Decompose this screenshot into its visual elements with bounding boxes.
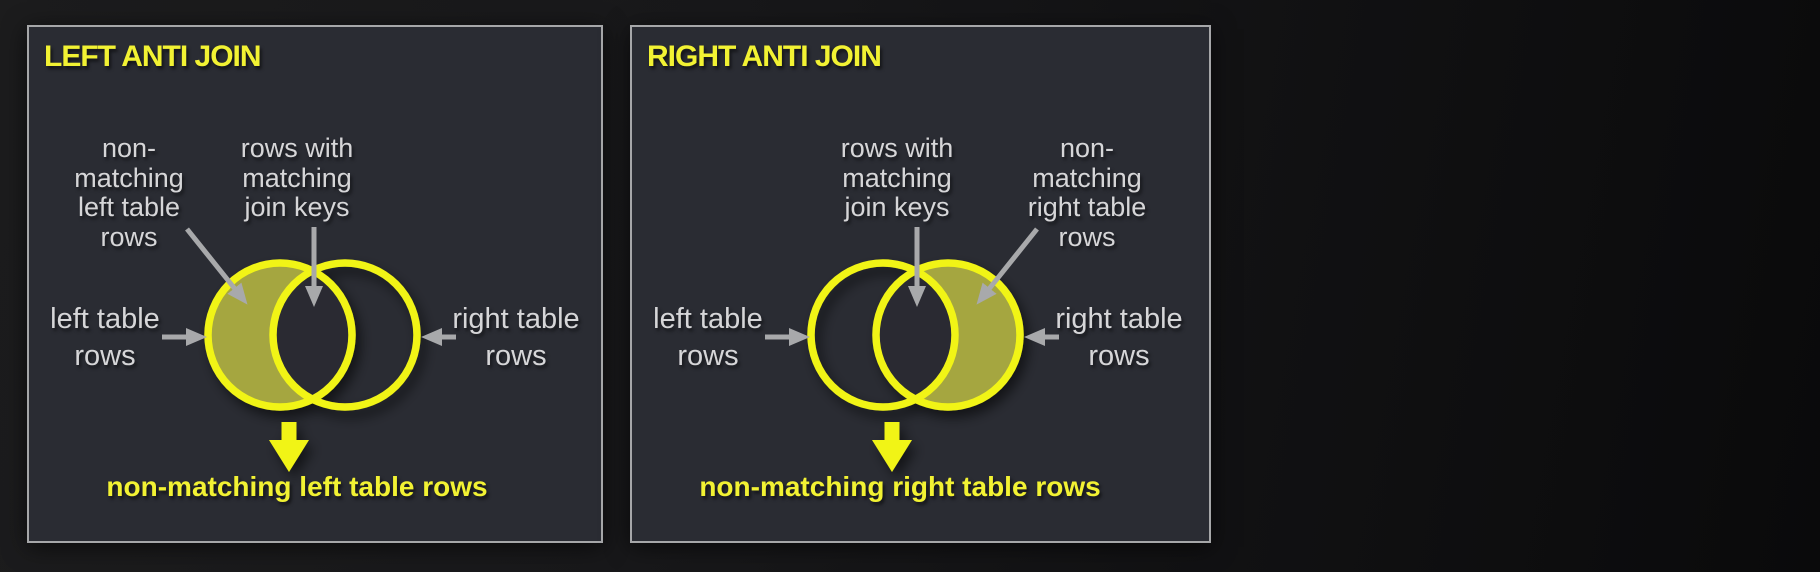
label-line: rows [677,340,739,372]
label-line: rows [485,340,547,372]
venn-diagram-right-anti-join [765,227,1059,472]
label-line: rows with [840,133,954,163]
label-line: rows [1058,221,1116,252]
label-line: right table [452,303,580,335]
label-line: non- [1059,133,1115,163]
label-line: left table [77,192,181,222]
label-left-table-rows: left table rows [633,301,783,375]
label-line: left table [653,303,763,335]
annotation-arrows [162,227,456,346]
right-table-circle [872,259,1024,411]
result-arrow-down-icon [872,422,912,472]
label-line: right table [1055,303,1183,335]
label-line: right table [1027,192,1147,222]
annotation-arrows [765,227,1059,346]
label-line: rows [74,340,136,372]
label-line: matching [842,162,952,193]
panel-left-anti-join: LEFT ANTI JOIN [27,25,603,543]
panel-title: RIGHT ANTI JOIN [647,40,882,73]
label-right-table-rows: right table rows [441,301,591,375]
left-table-circle [807,259,959,411]
panel-right-anti-join: RIGHT ANTI JOIN [630,25,1211,543]
right-table-circle [269,259,421,411]
label-line: matching [242,162,352,193]
left-table-circle [204,259,356,411]
panel-title: LEFT ANTI JOIN [44,40,262,73]
label-line: left table [50,303,160,335]
label-line: rows with [240,133,354,163]
result-label: non-matching left table rows [106,471,488,502]
label-line: matching [74,162,184,193]
label-line: rows [100,221,158,252]
label-non-matching-rows: non- matching left table rows [54,133,204,252]
venn-diagram-left-anti-join [162,227,456,472]
label-line: non- [101,133,157,163]
label-left-table-rows: left table rows [30,301,180,375]
label-non-matching-rows: non- matching right table rows [1012,133,1162,252]
label-line: matching [1032,162,1142,193]
label-matching-join-keys: rows with matching join keys [822,133,972,223]
result-arrow-down-icon [269,422,309,472]
label-line: rows [1088,340,1150,372]
arrow-to-crescent-icon [976,227,1039,305]
label-matching-join-keys: rows with matching join keys [222,133,372,223]
arrow-to-crescent-icon [185,227,248,305]
result-label: non-matching right table rows [699,471,1101,502]
label-line: join keys [844,192,950,222]
label-right-table-rows: right table rows [1044,301,1194,375]
label-line: join keys [244,192,350,222]
